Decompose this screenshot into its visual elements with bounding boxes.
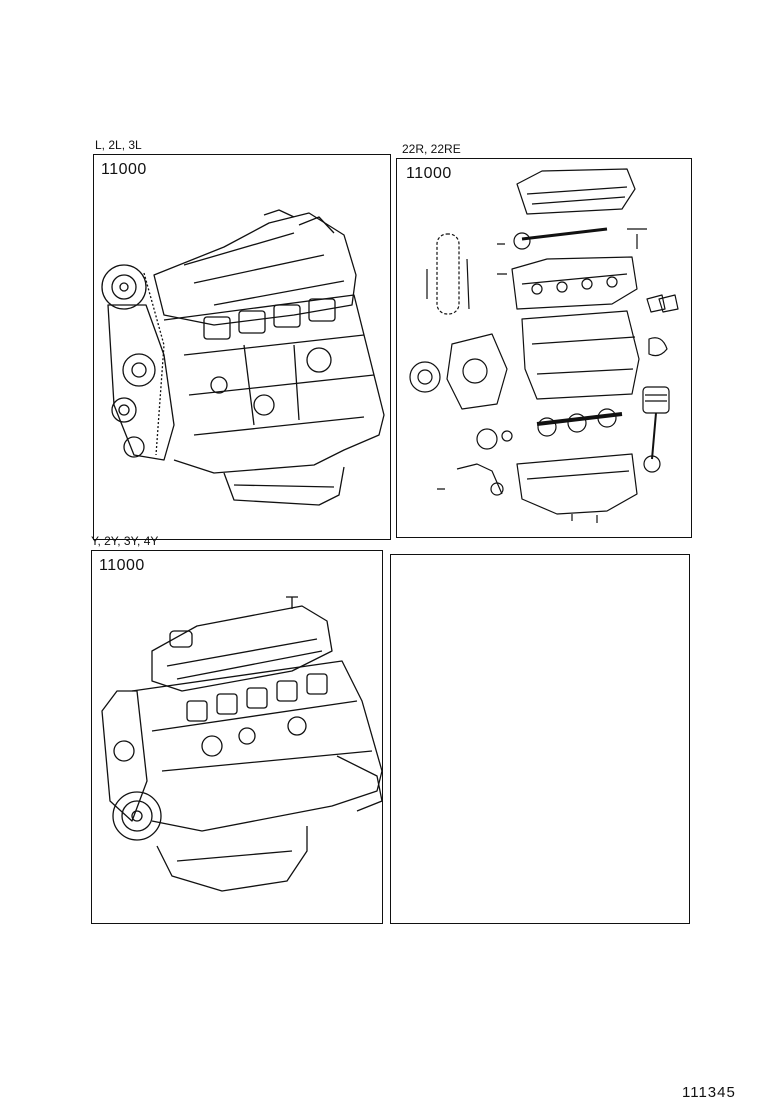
engine-label-l-2l-3l: L, 2L, 3L <box>95 138 142 152</box>
part-code: 11000 <box>101 161 147 178</box>
engine-exploded-22r-illustration <box>409 168 679 523</box>
panel-empty <box>390 554 690 924</box>
part-code: 11000 <box>406 165 452 182</box>
panel-l-2l-3l: 11000 <box>93 154 391 540</box>
engine-label-22r-22re: 22R, 22RE <box>402 142 461 156</box>
part-code: 11000 <box>99 557 145 574</box>
panel-y-2y-3y-4y: 11000 <box>91 550 383 924</box>
engine-assembly-l-illustration <box>101 209 385 506</box>
figure-reference-number: 111345 <box>682 1084 736 1101</box>
engine-label-y-2y-3y-4y: Y, 2Y, 3Y, 4Y <box>91 534 159 548</box>
engine-assembly-y-illustration <box>101 596 382 892</box>
panel-22r-22re: 11000 <box>396 158 692 538</box>
